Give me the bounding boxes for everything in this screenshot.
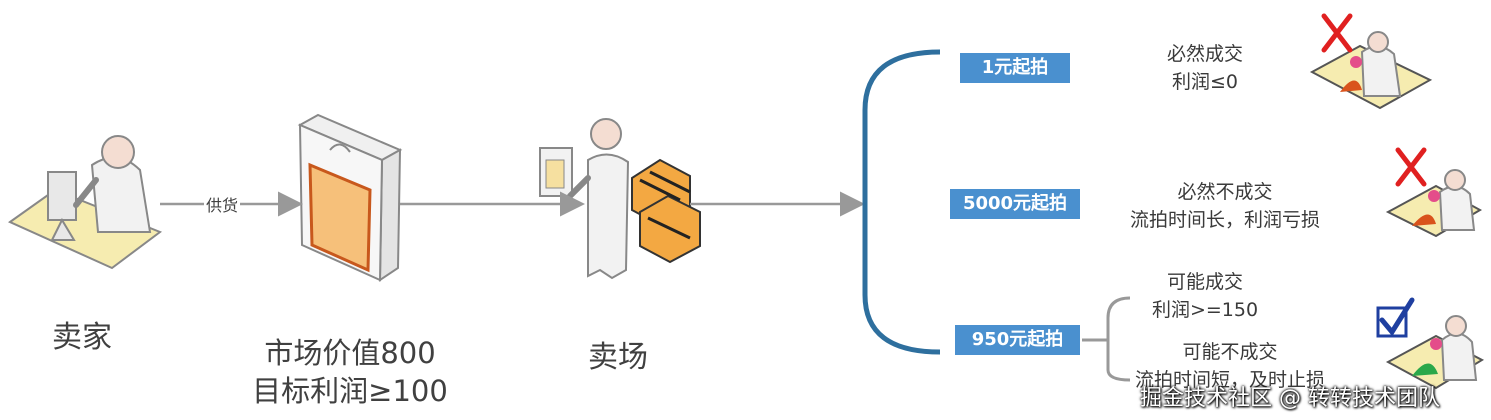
option-desc-2-line2: 流拍时间长，利润亏损 [1129, 209, 1320, 231]
bidder-figure-icon-2 [1385, 169, 1483, 238]
watermark: 掘金技术社区 @ 转转技术团队 [1140, 386, 1440, 411]
product-value-line2: 目标利润≥100 [252, 374, 448, 408]
option-badge-1: 1元起拍 [960, 53, 1070, 83]
x-mark-icon [1321, 13, 1353, 53]
seller-figure-icon [8, 135, 163, 270]
option-badge-3: 950元起拍 [955, 325, 1080, 355]
option-desc-3a-line2: 利润>=150 [1151, 299, 1259, 321]
option-desc-3a: 可能成交 利润>=150 [1140, 268, 1270, 324]
product-box-icon [297, 113, 403, 282]
bidder-figure-icon-3 [1385, 315, 1485, 390]
checkmark-icon [1376, 297, 1415, 338]
supply-label: 供货 [204, 192, 241, 216]
option-desc-2-line1: 必然不成交 [1177, 181, 1273, 203]
product-value-text: 市场价值800 目标利润≥100 [250, 334, 450, 410]
market-figure-icon [539, 118, 701, 280]
option-desc-3a-line1: 可能成交 [1166, 271, 1243, 293]
product-value-line1: 市场价值800 [264, 336, 436, 370]
sub-bracket [1106, 296, 1131, 382]
option-badge-2: 5000元起拍 [950, 189, 1080, 219]
option-desc-2: 必然不成交 流拍时间长，利润亏损 [1105, 178, 1345, 234]
options-bracket [862, 49, 941, 355]
x-mark-icon [1395, 147, 1427, 187]
option-desc-1-line2: 利润≤0 [1171, 71, 1238, 93]
bidder-figure-icon-1 [1309, 31, 1433, 110]
market-label: 卖场 [588, 340, 648, 375]
option-desc-3b-line1: 可能不成交 [1182, 341, 1278, 363]
seller-label: 卖家 [52, 320, 112, 355]
option-desc-3b-line2: 流拍时间短，及时止损 [1134, 369, 1325, 391]
option-desc-1: 必然成交 利润≤0 [1140, 40, 1270, 96]
option-desc-3b: 可能不成交 流拍时间短，及时止损 [1120, 338, 1340, 394]
option-desc-1-line1: 必然成交 [1166, 43, 1243, 65]
